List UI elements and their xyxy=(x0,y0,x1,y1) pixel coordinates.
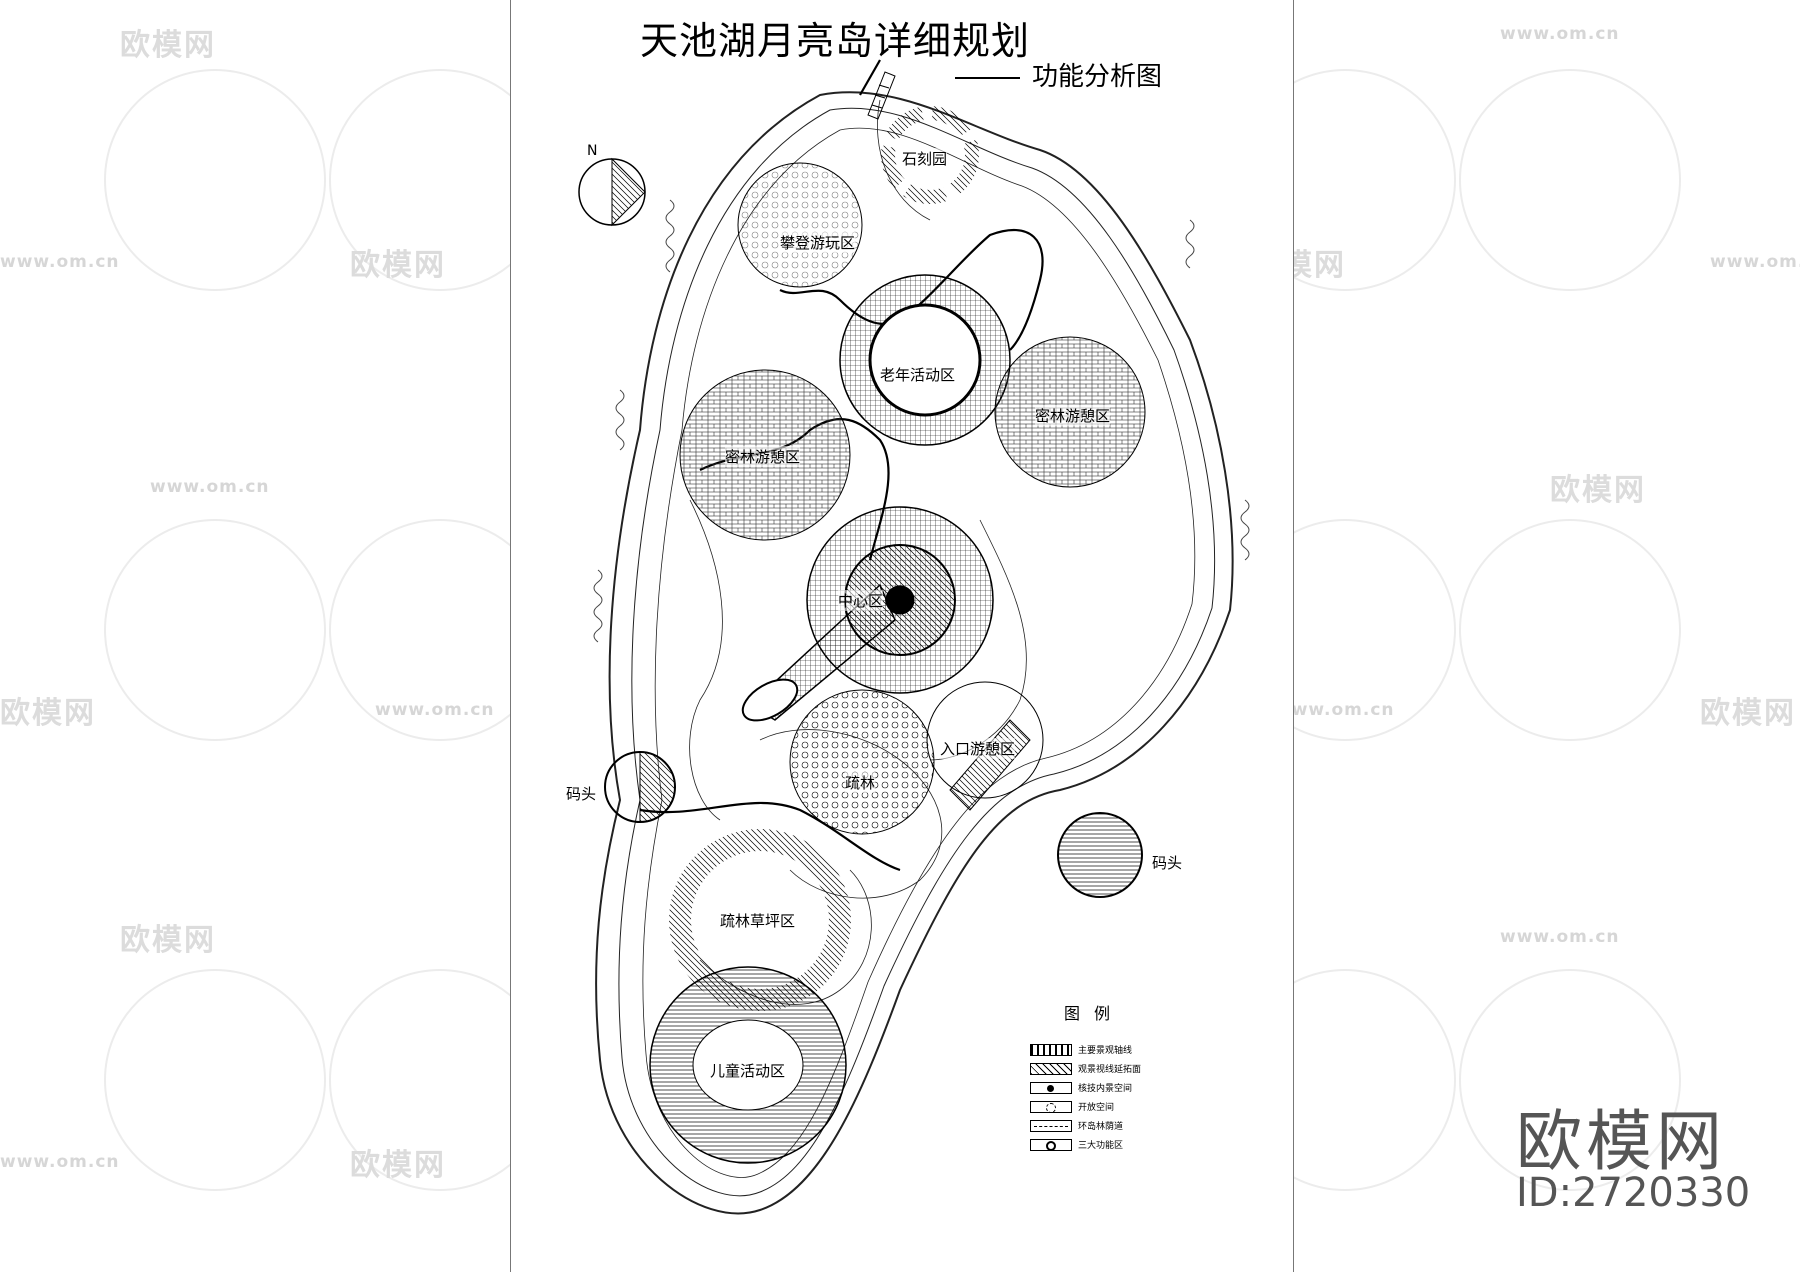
zone-label-pier-right: 码头 xyxy=(1152,852,1183,873)
north-bridge xyxy=(867,71,896,120)
island-contours xyxy=(595,91,1234,1215)
legend-label: 主要景观轴线 xyxy=(1078,1046,1133,1056)
center-axis-end xyxy=(741,678,799,722)
climbing-zone xyxy=(737,162,863,288)
pier-right-zone xyxy=(1057,812,1143,898)
brand-logo-text: 欧模网 xyxy=(1516,1103,1726,1180)
legend-swatch-axis xyxy=(1030,1043,1072,1056)
legend-item: 核技内景空间 xyxy=(1030,1078,1180,1097)
water-waves xyxy=(593,199,1250,643)
legend-label: 核技内景空间 xyxy=(1078,1084,1133,1094)
legend-item: 开放空间 xyxy=(1030,1097,1180,1116)
elderly-zone-inner xyxy=(868,303,982,417)
entrance-zone xyxy=(926,681,1044,799)
legend-label: 观景视线延拓面 xyxy=(1078,1065,1142,1075)
zone-label-entrance: 入口游憩区 xyxy=(940,738,1016,759)
legend-item: 环岛林荫道 xyxy=(1030,1116,1180,1135)
zone-label-dense-forest-right: 密林游憩区 xyxy=(1035,405,1111,426)
plan-subtitle: 功能分析图 xyxy=(955,56,1162,93)
entrance-axis xyxy=(949,719,1031,811)
subtitle-dash xyxy=(955,76,1020,79)
zone-label-elderly: 老年活动区 xyxy=(880,364,956,385)
legend-swatch-core xyxy=(1030,1081,1072,1094)
zone-circles xyxy=(604,106,1146,1164)
plan-title: 天池湖月亮岛详细规划 xyxy=(640,19,1031,63)
zone-label-climbing: 攀登游玩区 xyxy=(780,232,856,253)
zone-label-center: 中心区 xyxy=(838,590,884,611)
zone-label-dense-forest-left: 密林游憩区 xyxy=(725,446,801,467)
zone-label-forest: 疏林 xyxy=(845,772,876,793)
north-label: N xyxy=(587,143,598,159)
zone-label-stone-garden: 石刻园 xyxy=(902,148,948,169)
zone-label-children: 儿童活动区 xyxy=(710,1060,786,1081)
legend: 图例 主要景观轴线 观景视线延拓面 核技内景空间 开放空间 环岛林荫道 三大功能… xyxy=(1030,1000,1180,1154)
legend-swatch-view xyxy=(1030,1062,1072,1075)
legend-item: 主要景观轴线 xyxy=(1030,1040,1180,1059)
legend-label: 开放空间 xyxy=(1078,1103,1115,1113)
legend-item: 三大功能区 xyxy=(1030,1135,1180,1154)
legend-title: 图例 xyxy=(1064,1004,1125,1023)
legend-swatch-function xyxy=(1030,1138,1072,1151)
legend-swatch-path xyxy=(1030,1119,1072,1132)
legend-item: 观景视线延拓面 xyxy=(1030,1059,1180,1078)
legend-swatch-open xyxy=(1030,1100,1072,1113)
pier-left-fill xyxy=(639,751,676,823)
forest-zone xyxy=(789,689,935,835)
zone-label-pier-left: 码头 xyxy=(566,783,597,804)
legend-label: 环岛林荫道 xyxy=(1078,1122,1124,1132)
zone-label-sparse-lawn: 疏林草坪区 xyxy=(720,910,796,931)
legend-label: 三大功能区 xyxy=(1078,1141,1124,1151)
stone-garden-ring xyxy=(881,106,979,204)
brand-id: ID:2720330 xyxy=(1516,1170,1751,1216)
north-arrow xyxy=(578,157,646,227)
plan-subtitle-text: 功能分析图 xyxy=(1032,62,1163,92)
